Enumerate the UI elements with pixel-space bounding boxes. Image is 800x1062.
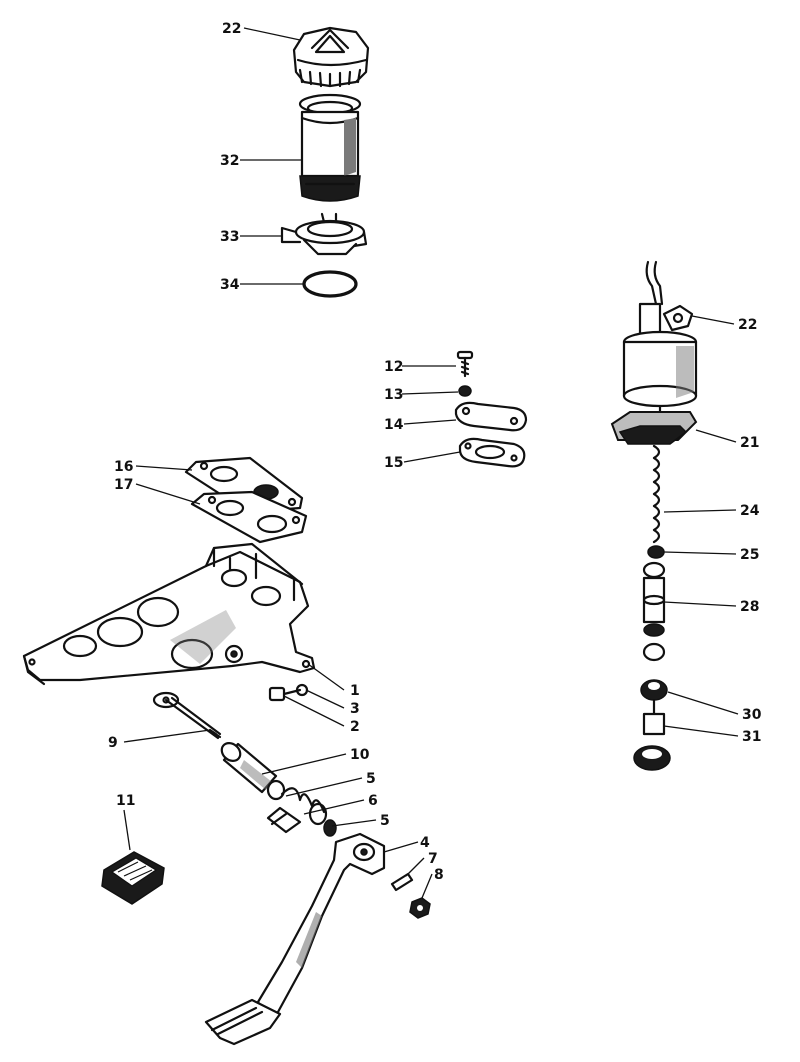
callout-reservoir-clamp: 33 [220, 229, 239, 245]
callout-cover-gasket: 15 [384, 455, 403, 471]
callout-nut: 8 [434, 867, 444, 883]
reservoir-clamp [280, 212, 368, 256]
callout-piston: 28 [740, 599, 759, 615]
callout-pedal-lever: 4 [420, 835, 430, 851]
nut [409, 897, 431, 919]
callout-return-spring: 24 [740, 503, 760, 519]
pedal-shaft [152, 691, 222, 740]
master-cylinder [610, 260, 698, 771]
callout-cylinder-flange: 21 [740, 435, 759, 451]
callout-reservoir-body: 32 [220, 153, 239, 169]
callout-pedal-bracket: 1 [350, 683, 360, 699]
callout-bracket-washer: 3 [350, 701, 360, 717]
reservoir-body [298, 93, 362, 202]
reservoir-cap [292, 26, 370, 88]
cover-gasket [458, 437, 526, 468]
callout-labels: 22 32 33 34 12 13 14 15 16 17 1 3 2 9 10… [108, 21, 762, 883]
mounting-plate [184, 456, 304, 514]
callout-cylinder-cap: 22 [738, 317, 757, 333]
callout-bracket-bolt: 2 [350, 719, 360, 735]
pedal-bracket [22, 542, 316, 686]
callout-mounting-gasket: 17 [114, 477, 133, 493]
clevis-pin [390, 872, 414, 892]
callout-bush: 10 [350, 747, 370, 763]
callout-clevis-pin: 7 [428, 851, 438, 867]
callout-cover-plate: 14 [384, 417, 404, 433]
callout-pedal-pad: 11 [116, 793, 135, 809]
callout-spring: 6 [368, 793, 378, 809]
bracket-bolt [268, 686, 302, 702]
leader-lines [123, 27, 739, 899]
callout-seal-25: 25 [740, 547, 759, 563]
bolt [456, 350, 474, 378]
callout-washer-a: 5 [366, 771, 376, 787]
cover-plate [454, 401, 528, 432]
callout-washer: 13 [384, 387, 403, 403]
callout-mounting-plate: 16 [114, 459, 133, 475]
bush [220, 742, 278, 794]
callout-bolt: 12 [384, 359, 403, 375]
pedal-lever [204, 832, 386, 1046]
mounting-gasket [190, 490, 308, 544]
callout-reservoir-seal: 34 [220, 277, 240, 293]
washer [458, 385, 472, 397]
pedal-pad [101, 851, 165, 905]
reservoir-seal-ring [302, 270, 358, 298]
callout-boot: 30 [742, 707, 762, 723]
callout-push-rod: 31 [742, 729, 761, 745]
callout-pedal-shaft: 9 [108, 735, 118, 751]
callout-reservoir-cap: 22 [222, 21, 241, 37]
callout-washer-b: 5 [380, 813, 390, 829]
spring-and-washers [266, 779, 337, 837]
